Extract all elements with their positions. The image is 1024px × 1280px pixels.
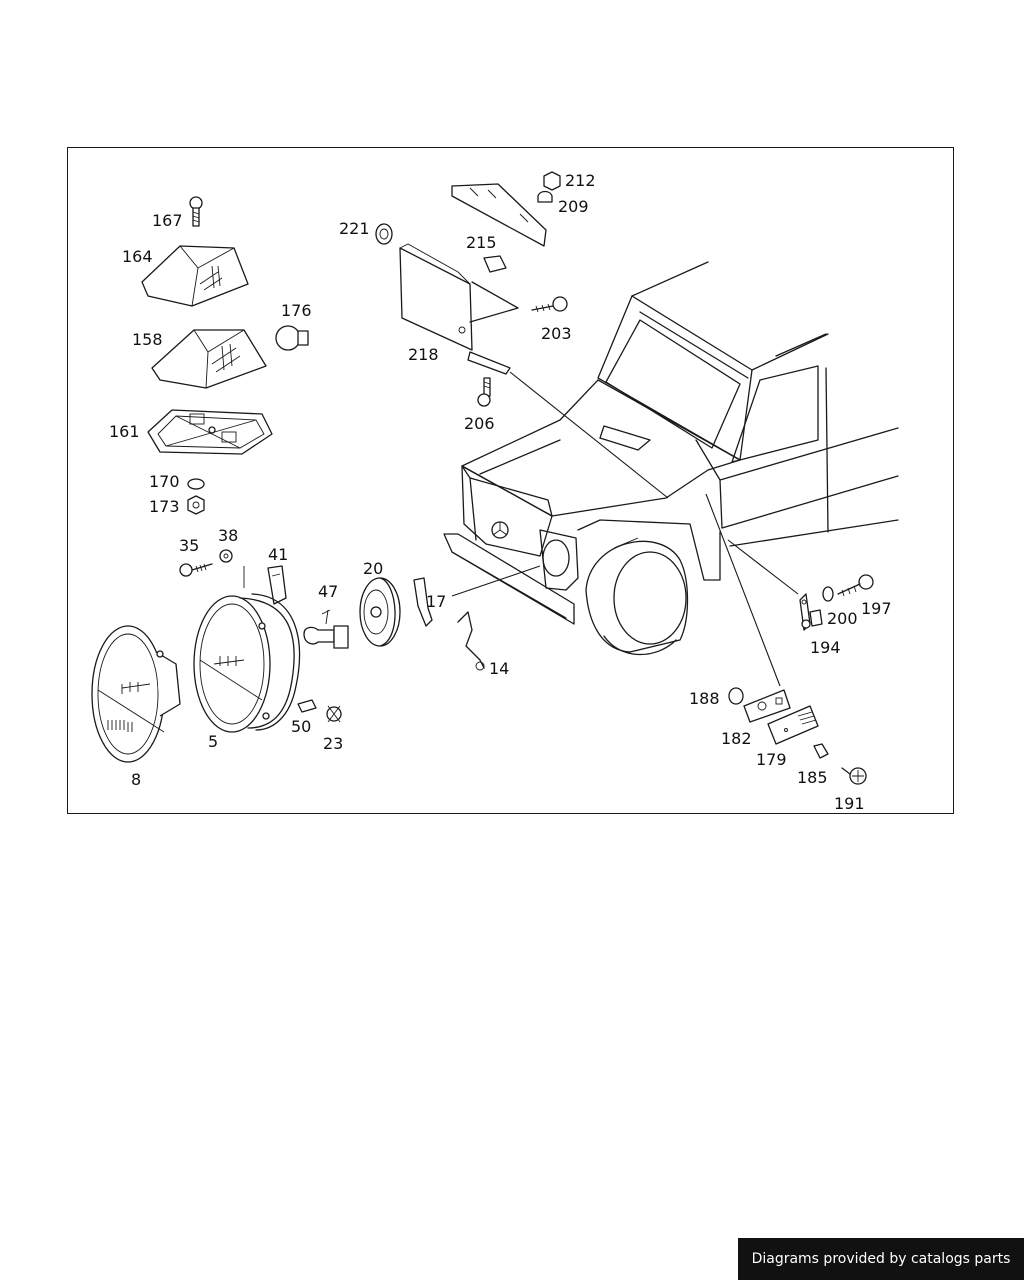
callout-50: 50 (291, 717, 311, 736)
callout-179: 179 (756, 750, 787, 769)
callout-182: 182 (721, 729, 752, 748)
vehicle-body-drawing (443, 261, 899, 656)
leader-lines (451, 371, 799, 687)
callout-5: 5 (208, 732, 218, 751)
callout-164: 164 (122, 247, 153, 266)
callout-200: 200 (827, 609, 858, 628)
callout-212: 212 (565, 171, 596, 190)
callout-194: 194 (810, 638, 841, 657)
callout-161: 161 (109, 422, 140, 441)
cowl-panel-assembly (375, 171, 568, 407)
callout-203: 203 (541, 324, 572, 343)
callout-218: 218 (408, 345, 439, 364)
callout-23: 23 (323, 734, 343, 753)
callout-206: 206 (464, 414, 495, 433)
callout-197: 197 (861, 599, 892, 618)
side-marker-assembly (728, 574, 874, 785)
callout-41: 41 (268, 545, 288, 564)
callout-47: 47 (318, 582, 338, 601)
callout-215: 215 (466, 233, 497, 252)
callout-158: 158 (132, 330, 163, 349)
callout-20: 20 (363, 559, 383, 578)
callout-38: 38 (218, 526, 238, 545)
callout-8: 8 (131, 770, 141, 789)
catalog-credit-badge: Diagrams provided by catalogs parts (738, 1238, 1024, 1280)
callout-191: 191 (834, 794, 865, 813)
callout-labels: 167 164 176 158 161 170 173 35 38 41 47 … (109, 171, 892, 813)
marker-lamp-assembly (141, 196, 309, 515)
callout-185: 185 (797, 768, 828, 787)
callout-188: 188 (689, 689, 720, 708)
callout-35: 35 (179, 536, 199, 555)
callout-17: 17 (426, 592, 446, 611)
callout-14: 14 (489, 659, 509, 678)
callout-209: 209 (558, 197, 589, 216)
callout-221: 221 (339, 219, 370, 238)
headlamp-assembly (91, 549, 485, 763)
catalog-credit-text: Diagrams provided by catalogs parts (751, 1251, 1011, 1267)
callout-176: 176 (281, 301, 312, 320)
callout-167: 167 (152, 211, 183, 230)
callout-173: 173 (149, 497, 180, 516)
callout-170: 170 (149, 472, 180, 491)
